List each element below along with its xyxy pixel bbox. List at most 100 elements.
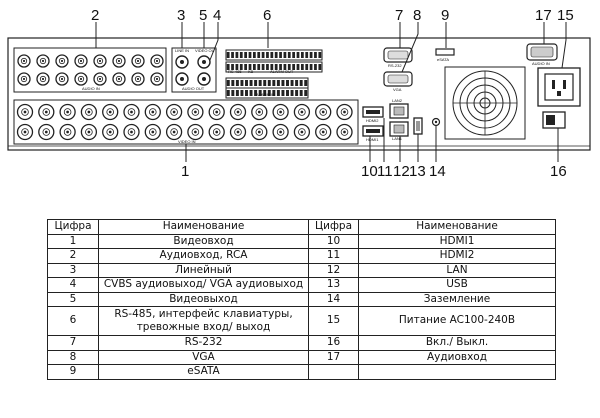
row-number-left: 5 <box>47 291 99 307</box>
row-name-left: RS-232 <box>98 335 309 351</box>
row-name-left: Аудиовход, RCA <box>98 248 309 264</box>
header-number-1: Цифра <box>47 219 99 235</box>
row-number-left: 2 <box>47 248 99 264</box>
callout-15: 15 <box>557 7 574 24</box>
audio-in-rca-jack <box>93 72 107 86</box>
audio-out-connector-left <box>175 72 189 86</box>
vga-port <box>383 71 413 87</box>
video-in-bnc-jack <box>187 123 204 141</box>
video-in-bnc-jack <box>251 123 268 141</box>
row-number-right: 14 <box>308 291 359 307</box>
video-in-bnc-jack <box>208 123 225 141</box>
audio-in-rca-jack <box>17 72 31 86</box>
row-name-left: Линейный <box>98 262 309 278</box>
row-name-left: RS-485, интерфейс клавиатуры, тревожные … <box>98 306 309 336</box>
line-in-label: LINE IN <box>175 48 189 53</box>
audio-in-connectors <box>17 54 164 86</box>
power-switch <box>542 111 566 129</box>
callout-6: 6 <box>263 7 271 24</box>
row-number-right <box>308 364 359 380</box>
line-in-connector <box>175 55 189 69</box>
kb-label: KB <box>248 69 254 74</box>
terminal-block <box>225 49 323 99</box>
row-number-right: 12 <box>308 262 359 278</box>
callout-12: 12 <box>393 163 410 180</box>
video-in-bnc-jack <box>293 103 311 121</box>
callout-16: 16 <box>550 163 567 180</box>
video-in-bnc-jack <box>123 123 140 141</box>
lan1-port <box>389 121 409 137</box>
row-name-left: Видеовыход <box>98 291 309 307</box>
callout-3: 3 <box>177 7 185 24</box>
hdmi1-label: HDMI1 <box>366 137 379 142</box>
table-row: 4 CVBS аудиовыход/ VGA аудиовыход 13 USB <box>47 277 556 293</box>
row-name-left: CVBS аудиовыход/ VGA аудиовыход <box>98 277 309 293</box>
callout-17: 17 <box>535 7 552 24</box>
terminal-strip <box>225 49 323 61</box>
callout-5: 5 <box>199 7 207 24</box>
video-in-bnc-jack <box>165 103 183 121</box>
video-in-bnc-jack <box>59 123 76 141</box>
ground-screw <box>431 117 441 127</box>
rs232-label: RS-232 <box>388 63 402 68</box>
video-in-label: VIDEO IN <box>178 139 196 144</box>
row-name-left: eSATA <box>98 364 309 380</box>
video-in-bnc-jack <box>144 103 161 121</box>
audio-in-rca-jack <box>150 72 164 86</box>
terminal-strip <box>225 61 323 73</box>
video-in-bnc-jack <box>123 103 140 121</box>
callout-leader-lines <box>95 22 567 162</box>
row-name-right: Аудиовход <box>358 349 556 365</box>
audio-in-rca-jack <box>112 72 126 86</box>
header-number-2: Цифра <box>308 219 359 235</box>
rear-panel-diagram: AUDIO IN LINE IN VIDEO OUT AUDIO OUT RS-… <box>7 7 591 180</box>
video-in-bnc-jack <box>208 103 225 121</box>
callout-8: 8 <box>413 7 421 24</box>
table-row: 2 Аудиовход, RCA 11 HDMI2 <box>47 248 556 264</box>
audio-in-rca-jack <box>131 54 145 68</box>
row-name-right: Вкл./ Выкл. <box>358 335 556 351</box>
esata-port <box>435 48 455 56</box>
callout-4: 4 <box>213 7 221 24</box>
rs485-label: RS-485 <box>228 69 242 74</box>
row-number-left: 9 <box>47 364 99 380</box>
callout-1: 1 <box>181 163 189 180</box>
audio-in-rca-jack <box>55 54 69 68</box>
audio-in-port-small <box>526 43 558 61</box>
header-name-2: Наименование <box>358 219 556 235</box>
row-name-left: VGA <box>98 349 309 365</box>
audio-in-rca-jack <box>17 54 31 68</box>
row-number-left: 1 <box>47 233 99 249</box>
row-name-right: Питание AC100-240В <box>358 306 556 336</box>
lan2-port <box>389 103 409 119</box>
table-header-row: Цифра Наименование Цифра Наименование <box>47 219 556 235</box>
video-in-bnc-jack <box>272 123 289 141</box>
video-in-bnc-jack <box>315 103 332 121</box>
callout-11: 11 <box>377 163 393 180</box>
hdmi1-port <box>362 125 384 137</box>
usb-port <box>413 117 423 135</box>
audio-in-rca-jack <box>36 72 50 86</box>
video-in-bnc-jack <box>315 123 332 141</box>
row-number-left: 8 <box>47 349 99 365</box>
row-number-right: 10 <box>308 233 359 249</box>
row-number-right: 15 <box>308 306 359 336</box>
video-in-bnc-jack <box>38 123 55 141</box>
alarm-in-label: ALARM IN <box>256 92 275 97</box>
video-out-connector <box>197 55 211 69</box>
power-inlet <box>537 67 581 107</box>
row-name-right: LAN <box>358 262 556 278</box>
row-number-right: 17 <box>308 349 359 365</box>
video-in-bnc-jack <box>229 123 247 141</box>
callout-14: 14 <box>429 163 446 180</box>
video-in-bnc-jack <box>293 123 311 141</box>
audio-in-rca-jack <box>93 54 107 68</box>
header-name-1: Наименование <box>98 219 309 235</box>
row-number-right: 13 <box>308 277 359 293</box>
connector-legend-table: Цифра Наименование Цифра Наименование 1 … <box>47 219 556 380</box>
lan1-label: LAN1 <box>392 136 403 141</box>
table-row: 5 Видеовыход 14 Заземление <box>47 291 556 307</box>
table-row: 3 Линейный 12 LAN <box>47 262 556 278</box>
video-in-bnc-jack <box>38 103 55 121</box>
row-name-right: HDMI1 <box>358 233 556 249</box>
